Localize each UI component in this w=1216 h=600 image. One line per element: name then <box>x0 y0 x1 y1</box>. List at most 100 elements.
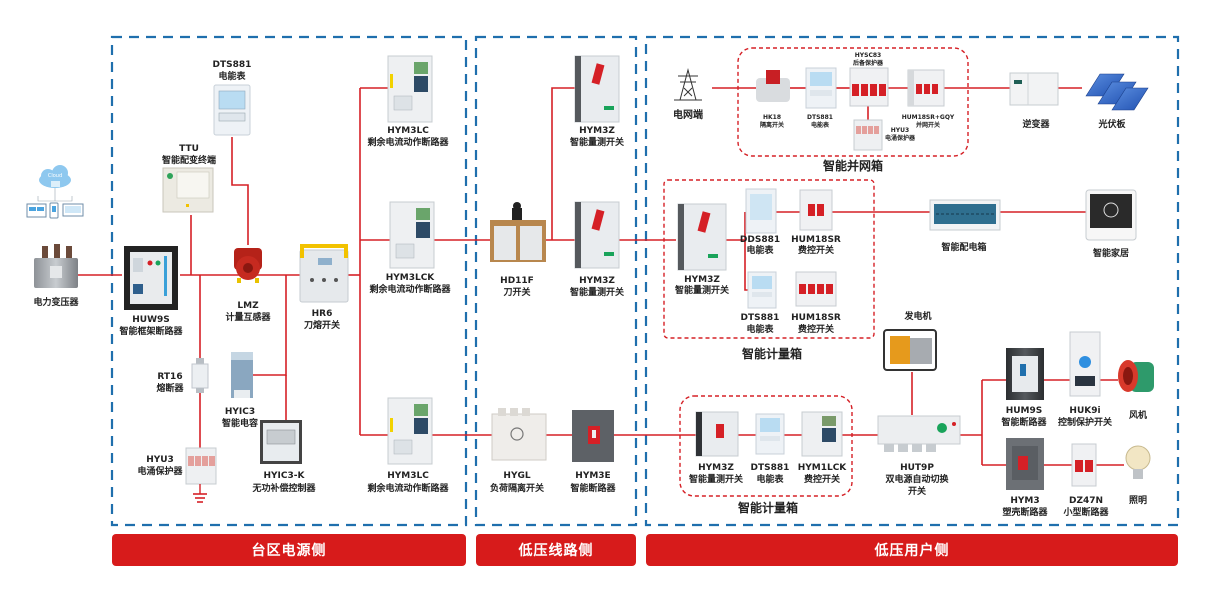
dts881-grid-model: DTS881 <box>807 114 833 121</box>
lmz-model: LMZ <box>237 301 259 311</box>
hym3lck-model: HYM3LCK <box>386 273 436 283</box>
huw9s-model: HUW9S <box>132 315 170 325</box>
hyic3-capacitor-image <box>231 352 253 398</box>
hym3z-meterbox1-model: HYM3Z <box>684 275 720 285</box>
hysc83-backup-protector-image <box>849 67 889 107</box>
hum18sr-2-name: 费控开关 <box>798 323 834 335</box>
hyic3-model: HYIC3 <box>225 407 255 417</box>
dts881-meterbox2-name: 电能表 <box>756 473 784 485</box>
hyu3-grid-surge-image <box>853 119 883 151</box>
lmz-name: 计量互感器 <box>225 311 271 323</box>
hym3lc-top-breaker-image <box>387 55 433 123</box>
hyu3-surge-protector-image <box>185 447 217 485</box>
hyu3-source-name: 电涌保护器 <box>137 465 183 477</box>
hum9s-name: 智能断路器 <box>1001 416 1047 428</box>
hym3e-name: 智能断路器 <box>570 482 616 494</box>
hum9s-model: HUM9S <box>1006 406 1043 416</box>
dts881-meterbox1-name: 电能表 <box>746 323 774 335</box>
inverter-label: 逆变器 <box>1022 118 1050 130</box>
rt16-fuse-image <box>191 358 209 393</box>
hut9p-ats-switch-image <box>877 415 961 452</box>
banner-source-side: 台区电源侧 <box>112 534 466 566</box>
hym3-name: 塑壳断路器 <box>1002 506 1048 518</box>
hym3z-meterbox1-name: 智能量测开关 <box>675 284 729 296</box>
hr6-fuse-switch-image <box>299 244 349 303</box>
hum18sr-1-switch-image <box>799 189 833 231</box>
ttu-terminal-image <box>162 167 214 213</box>
huk9i-name: 控制保护开关 <box>1058 416 1112 428</box>
hum18sr-2-model: HUM18SR <box>791 313 841 323</box>
huk9i-model: HUK9i <box>1069 406 1100 416</box>
hym3lc-top-model: HYM3LC <box>387 126 429 136</box>
hygl-model: HYGL <box>503 471 530 481</box>
dds881-model: DDS881 <box>740 235 780 245</box>
meter-box-2-border <box>679 395 853 497</box>
transformer-icon <box>34 244 78 288</box>
lighting-label: 照明 <box>1129 495 1147 506</box>
meter-box-2-title: 智能计量箱 <box>737 500 798 515</box>
distribution-box-label: 智能配电箱 <box>941 241 986 253</box>
power-tower-icon <box>674 68 702 101</box>
hym3z-mid-switch-image <box>574 201 620 269</box>
hym1lck-model: HYM1LCK <box>798 463 848 473</box>
hum18sr-gqy-grid-switch-image <box>907 69 945 107</box>
zone-source-border <box>110 35 468 527</box>
hum9s-breaker-image <box>1006 348 1044 400</box>
banner-line-side: 低压线路侧 <box>476 534 636 566</box>
meter-box-1-title: 智能计量箱 <box>741 346 802 361</box>
hk18-isolation-switch-image <box>756 70 790 102</box>
light-bulb-icon <box>1125 445 1151 479</box>
hyic3k-controller-image <box>260 420 302 464</box>
huw9s-name: 智能框架断路器 <box>119 325 183 337</box>
dts881-source-model: DTS881 <box>213 60 252 70</box>
dds881-meter-image <box>745 188 777 234</box>
dz47n-name: 小型断路器 <box>1062 506 1109 518</box>
dz47n-model: DZ47N <box>1069 496 1103 506</box>
hd11f-name: 刀开关 <box>503 286 530 298</box>
hygl-load-isolation-switch-image <box>491 408 547 461</box>
hut9p-name2: 开关 <box>908 485 926 497</box>
dts881-meterbox1-model: DTS881 <box>741 313 780 323</box>
hyic3k-name: 无功补偿控制器 <box>251 482 316 494</box>
hym3z-top-name: 智能量测开关 <box>570 136 624 148</box>
hum18sr-1-model: HUM18SR <box>791 235 841 245</box>
hym3z-mid-model: HYM3Z <box>579 276 615 286</box>
hr6-model: HR6 <box>312 309 333 319</box>
hym3lc-bottom-model: HYM3LC <box>387 471 429 481</box>
hym3lc-bottom-name: 剩余电流动作断路器 <box>367 482 449 494</box>
smart-grid-box-border <box>737 47 969 157</box>
ttu-name: 智能配变终端 <box>162 154 216 166</box>
generator-label: 发电机 <box>903 310 931 322</box>
hym3z-mid-name: 智能量测开关 <box>570 286 624 298</box>
cloud-platform-icon: Cloud <box>26 165 84 219</box>
hd11f-knife-switch-image <box>490 202 546 262</box>
hyu3-grid-model: HYU3 <box>891 127 909 134</box>
hym3lc-bottom-breaker-image <box>387 397 433 465</box>
hym3e-breaker-image <box>572 410 614 462</box>
hym3lc-top-name: 剩余电流动作断路器 <box>367 136 449 148</box>
hd11f-model: HD11F <box>500 276 534 286</box>
hyu3-grid-name: 电涌保护器 <box>885 134 916 142</box>
dts881-meterbox1-meter-image <box>747 271 777 309</box>
grid-end-label: 电网端 <box>673 108 703 121</box>
dds881-name: 电能表 <box>746 244 774 256</box>
dts881-source-name: 电能表 <box>218 70 246 82</box>
hym3lck-name: 剩余电流动作断路器 <box>369 283 451 295</box>
pv-panel-label: 光伏板 <box>1097 118 1126 130</box>
svg-text:Cloud: Cloud <box>48 173 62 179</box>
distribution-box-image <box>929 199 1001 231</box>
hym3z-meterbox1-switch-image <box>677 203 727 271</box>
rt16-name: 熔断器 <box>156 382 184 394</box>
hum18sr-gqy-model: HUM18SR+GQY <box>902 114 955 121</box>
hym3z-top-model: HYM3Z <box>579 126 615 136</box>
huw9s-frame-breaker-image <box>124 246 178 310</box>
hyic3k-model: HYIC3-K <box>264 471 306 481</box>
hym3z-meterbox2-switch-image <box>695 411 739 457</box>
hum18sr-1-name: 费控开关 <box>798 244 834 256</box>
hk18-model: HK18 <box>763 114 781 121</box>
meter-box-1-border <box>663 179 875 339</box>
hym1lck-name: 费控开关 <box>804 473 840 485</box>
hysc83-name: 后备保护器 <box>853 59 884 67</box>
hym3lck-breaker-image <box>389 201 435 269</box>
